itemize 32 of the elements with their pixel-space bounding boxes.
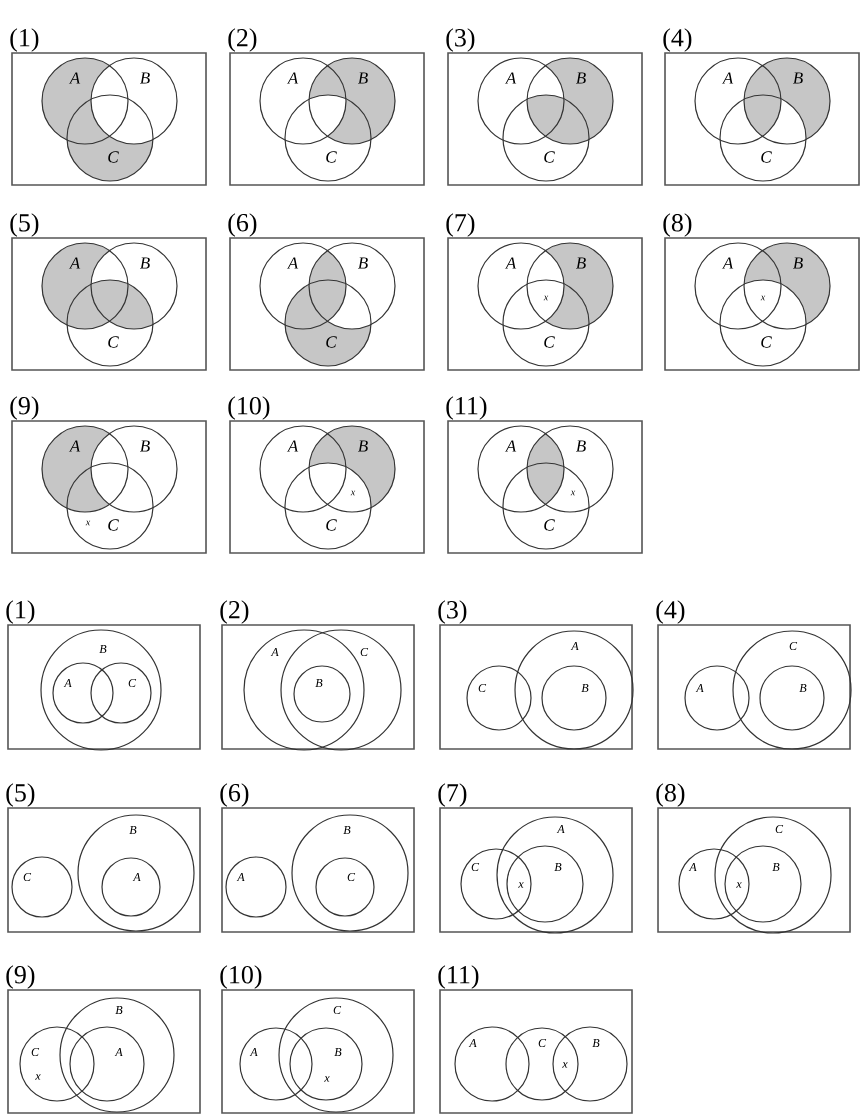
node-label: (10) [220, 965, 262, 989]
x-mark: x [736, 882, 742, 888]
x-mark: x [324, 1076, 330, 1082]
x-mark: x [85, 520, 91, 526]
node-label: (1) [10, 28, 39, 52]
node-label: (8) [656, 783, 685, 807]
node-label: (9) [10, 396, 39, 420]
node-label: (6) [220, 783, 249, 807]
node-label: (3) [438, 600, 467, 624]
node-label: (8) [663, 213, 692, 237]
node-label: (4) [663, 28, 692, 52]
x-mark: x [760, 295, 766, 301]
node-label: (7) [438, 783, 467, 807]
node-label: (6) [228, 213, 257, 237]
x-mark: x [518, 882, 524, 888]
node-label: (1) [6, 600, 35, 624]
x-mark: x [570, 490, 576, 496]
node-label: (10) [228, 396, 270, 420]
node-label: (5) [6, 783, 35, 807]
node-label: (11) [446, 396, 487, 420]
node-label: (3) [446, 28, 475, 52]
node-label: (5) [10, 213, 39, 237]
x-mark: x [562, 1062, 568, 1068]
node-label: (11) [438, 965, 479, 989]
x-mark: x [543, 295, 549, 301]
node-label: (4) [656, 600, 685, 624]
node-label: (2) [220, 600, 249, 624]
x-mark: x [350, 490, 356, 496]
node-label: (9) [6, 965, 35, 989]
x-mark: x [35, 1074, 41, 1080]
node-label: (7) [446, 213, 475, 237]
node-label: (2) [228, 28, 257, 52]
